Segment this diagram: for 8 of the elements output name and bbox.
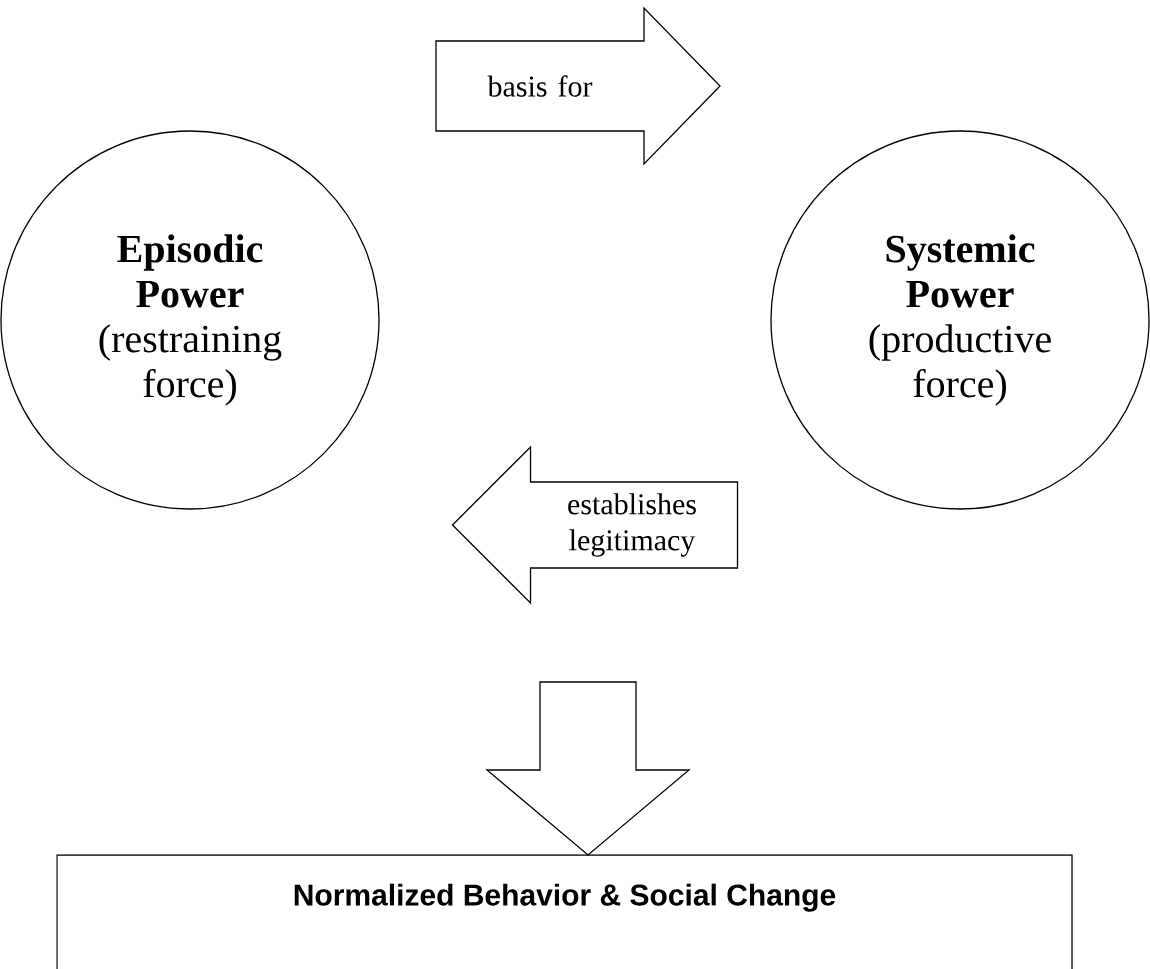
block-arrow <box>435 6 721 166</box>
edge-label: establishes legitimacy <box>568 493 696 557</box>
edge-label: basis for <box>487 75 593 97</box>
result-box: Normalized Behavior & Social Change <box>56 854 1073 969</box>
circle-node: Episodic Power (restraining force) <box>0 130 380 510</box>
circle-node: Systemic Power (productive force) <box>770 130 1150 510</box>
block-arrow <box>485 681 691 856</box>
block-arrow <box>451 445 739 605</box>
